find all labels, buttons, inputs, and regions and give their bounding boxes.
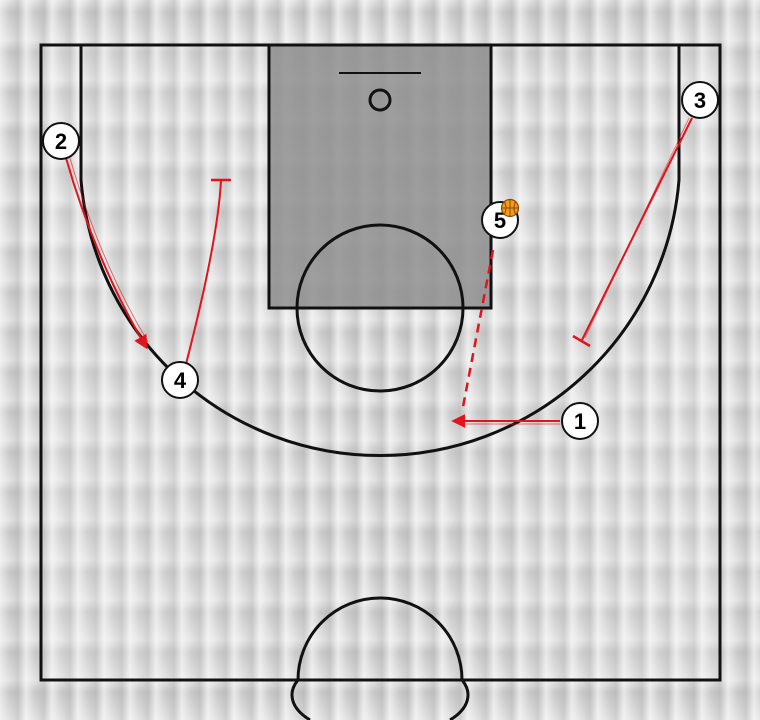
- screen-path-player-4: [185, 179, 222, 365]
- player-5-label: 5: [494, 208, 506, 233]
- player-2-label: 2: [55, 129, 67, 154]
- three-point-line: [79, 45, 681, 458]
- screen-bar-player-3: [572, 334, 591, 348]
- basketball-icon: [500, 198, 520, 218]
- player-1-label: 1: [574, 409, 586, 434]
- player-2[interactable]: 2: [42, 122, 80, 160]
- player-3-label: 3: [694, 88, 706, 113]
- player-4-label: 4: [174, 368, 187, 393]
- cut-path-player-2: [65, 157, 148, 350]
- center-circle: [296, 596, 464, 681]
- player-3[interactable]: 3: [681, 81, 719, 119]
- screen-path-player-3-shadow: [584, 117, 690, 339]
- pass-line-5-to-1: [460, 249, 495, 413]
- player-4[interactable]: 4: [161, 361, 199, 399]
- player-1[interactable]: 1: [561, 402, 599, 440]
- paint-area: [267, 43, 493, 310]
- cut-path-player-2-shadow: [69, 157, 149, 343]
- free-throw-circle: [295, 223, 465, 393]
- rim: [368, 88, 392, 112]
- center-circle-lower: [290, 679, 470, 720]
